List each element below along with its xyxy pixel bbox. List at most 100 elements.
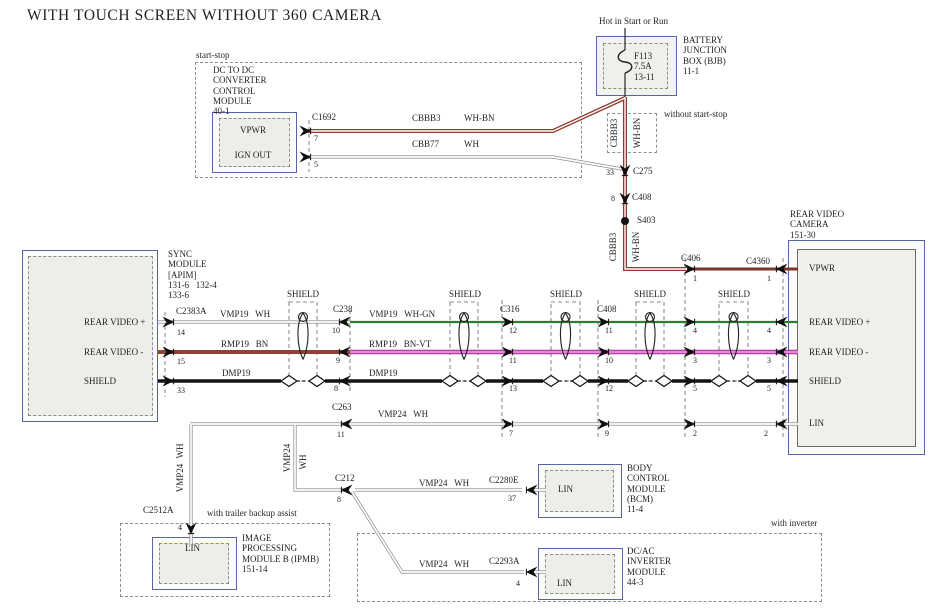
label-wire-rmp19-bn: RMP19 BN	[221, 339, 269, 349]
connector-arrow-icon	[619, 192, 631, 205]
connector-arrow-icon	[338, 316, 351, 328]
connector-arrow-icon	[338, 346, 351, 358]
label-wire-cbbb3-name: CBBB3	[412, 113, 441, 123]
label-inv-pin-lin: LIN	[557, 578, 572, 588]
drain-diamond-icon	[440, 374, 460, 388]
bcm-inner-box	[545, 470, 614, 512]
trailer-backup-region-box	[120, 523, 330, 597]
label-wire-vmp24-vert1: VMP24	[175, 463, 185, 493]
label-conn-c2383a: C2383A	[176, 306, 207, 316]
rear-camera-inner-box	[797, 249, 916, 447]
label-conn-c263: C263	[332, 402, 352, 412]
drain-diamond-icon	[468, 374, 488, 388]
connector-arrow-icon	[775, 418, 788, 430]
label-cam-pin-rv-minus: REAR VIDEO -	[809, 347, 869, 357]
label-trailer-tag: with trailer backup assist	[207, 508, 297, 518]
label-fuse-f113: F113 7.5A 13-11	[634, 51, 655, 82]
bjb-fuse-box	[603, 43, 668, 89]
label-conn-c2280e: C2280E	[489, 475, 519, 485]
label-cam-pin-vpwr: VPWR	[809, 263, 836, 273]
label-c238-pin-9: 9	[336, 356, 340, 365]
label-shield-tag-4: SHIELD	[634, 289, 666, 299]
connector-arrow-icon	[775, 263, 788, 275]
connector-arrow-icon	[597, 418, 610, 430]
drain-diamond-icon	[279, 374, 299, 388]
label-c316-pin-13: 13	[509, 384, 517, 393]
label-cam-pin-shield: SHIELD	[809, 376, 841, 386]
label-conn-c2293a: C2293A	[489, 556, 520, 566]
label-c316-pin-7: 7	[509, 429, 513, 438]
label-shield-tag-1: SHIELD	[287, 289, 319, 299]
connector-arrow-icon	[683, 375, 696, 387]
label-c1692-pin-5: 5	[314, 160, 318, 169]
label-sync-pin-rv-plus: REAR VIDEO +	[84, 317, 146, 327]
shield-twist-top-icon	[297, 311, 309, 323]
label-wire-wh-vert1: WH	[175, 443, 185, 459]
connector-arrow-icon	[525, 484, 538, 496]
without-start-stop-box	[607, 113, 657, 153]
fuse-icon	[617, 49, 633, 74]
label-c408-top-pin-8: 8	[611, 194, 615, 203]
connector-arrow-icon	[501, 375, 514, 387]
label-c2280e-pin-37: 37	[508, 494, 516, 503]
label-bcm-name: BODY CONTROL MODULE (BCM) 11-4	[627, 463, 670, 515]
label-c4360-pin-1: 1	[767, 274, 771, 283]
label-wire-whbn-vert1: WH-BN	[632, 117, 642, 149]
label-wire-vmp19-whgn: VMP19 WH-GN	[369, 309, 436, 319]
label-c408-pin-11: 11	[605, 326, 613, 335]
label-start-stop-tag: start-stop	[196, 50, 230, 60]
label-c238-pin-8: 8	[334, 384, 338, 393]
connector-arrow-icon	[162, 346, 175, 358]
shield-twist-top-icon	[560, 311, 571, 323]
label-c2293a-pin-4: 4	[516, 579, 520, 588]
connector-arrow-icon	[775, 316, 788, 328]
label-inv-name: DC/AC INVERTER MODULE 44-3	[627, 546, 671, 587]
label-c1692-pin-7: 7	[314, 134, 318, 143]
label-c406-pin-4: 4	[693, 326, 697, 335]
whbn-power-wire	[308, 96, 686, 271]
drain-diamond-icon	[570, 374, 590, 388]
connector-arrow-icon	[501, 346, 514, 358]
drain-diamond-icon	[626, 374, 646, 388]
connector-arrow-icon	[340, 484, 353, 496]
shield-twist-top-icon	[644, 311, 656, 323]
label-bjb-name: BATTERY JUNCTION BOX (BJB) 11-1	[683, 35, 727, 76]
label-wire-cbbb3-color: WH-BN	[464, 113, 495, 123]
connector-arrow-icon	[683, 346, 696, 358]
drain-diamond-icon	[307, 374, 327, 388]
label-camera-name: REAR VIDEO CAMERA 151-30	[790, 209, 845, 240]
drain-diamond-icon	[654, 374, 674, 388]
connector-arrow-icon	[501, 316, 514, 328]
label-conn-c1692: C1692	[312, 112, 337, 122]
label-wire-cbb77-name: CBB77	[412, 139, 440, 149]
connector-arrow-icon	[597, 375, 610, 387]
label-c275-pin-33: 33	[606, 168, 614, 177]
label-wire-vmp24-bcm: VMP24 WH	[419, 478, 470, 488]
label-conn-c408-mid: C408	[597, 304, 617, 314]
label-c2383a-pin-14: 14	[177, 328, 185, 337]
label-wire-cbbb3-vert2: CBBB3	[608, 232, 618, 262]
label-c406-pin-3: 3	[693, 356, 697, 365]
label-wire-cbb77-color: WH	[464, 139, 479, 149]
label-conn-c212: C212	[335, 473, 355, 483]
label-conn-c238: C238	[333, 304, 353, 314]
label-c408-pin-9: 9	[605, 429, 609, 438]
label-c2512a-pin-4: 4	[178, 523, 182, 532]
label-title: WITH TOUCH SCREEN WITHOUT 360 CAMERA	[27, 7, 382, 24]
label-conn-c4360: C4360	[746, 256, 771, 266]
connector-arrow-icon	[340, 418, 353, 430]
connector-arrow-icon	[683, 316, 696, 328]
label-c2383a-pin-33: 33	[177, 386, 185, 395]
connector-arrow-icon	[597, 316, 610, 328]
label-conn-c408-top: C408	[632, 192, 652, 202]
connector-arrow-icon	[185, 522, 197, 535]
label-wire-vmp24-mid: VMP24 WH	[378, 409, 429, 419]
label-wire-vmp19-wh: VMP19 WH	[220, 309, 271, 319]
label-conn-c316: C316	[500, 304, 520, 314]
label-conn-c275: C275	[633, 166, 653, 176]
connector-arrow-icon	[338, 375, 351, 387]
label-shield-tag-5: SHIELD	[718, 289, 750, 299]
label-c406-pin-2: 2	[693, 429, 697, 438]
